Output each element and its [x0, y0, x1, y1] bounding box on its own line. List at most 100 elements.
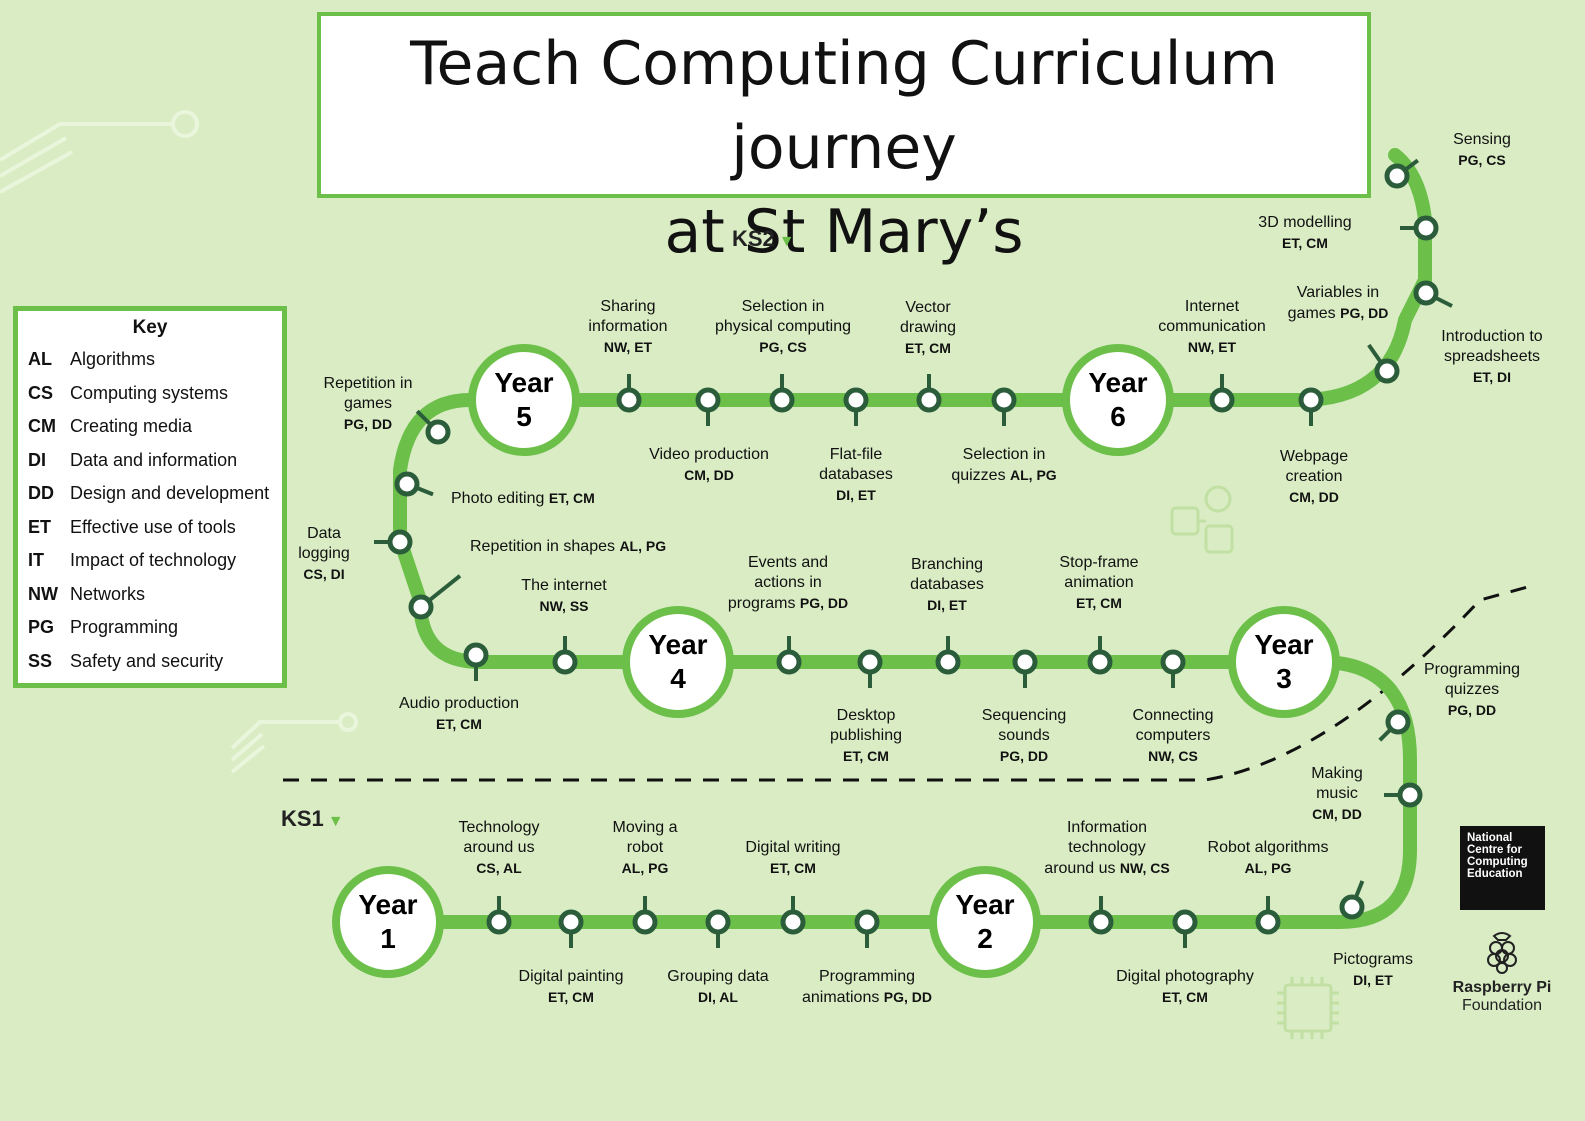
unit-name-line: animation	[1059, 573, 1138, 593]
chip-decoration	[1277, 977, 1339, 1039]
unit-codes: PG, DD	[1447, 702, 1497, 718]
unit-codes: PG, CS	[759, 339, 807, 355]
unit-name: Programming	[1423, 661, 1521, 678]
unit-name-line: Photo editing ET, CM	[451, 488, 595, 509]
unit-name: drawing	[899, 319, 957, 336]
unit-name: Digital photography	[1116, 968, 1254, 985]
unit-name-line: publishing	[830, 726, 902, 746]
unit-name-line: Webpage	[1280, 447, 1348, 467]
unit-name: The internet	[521, 577, 607, 594]
unit-name-line: Making	[1311, 764, 1363, 784]
unit-name: Photo editing	[451, 490, 545, 507]
unit-node-tech_around_us	[486, 909, 512, 935]
unit-codes: DI, ET	[1353, 972, 1393, 988]
unit-node-sequencing_sounds	[1012, 649, 1038, 675]
key-code: ET	[28, 516, 52, 537]
unit-codes: PG, DD	[799, 595, 849, 611]
unit-node-digital_writing	[780, 909, 806, 935]
unit-name: games	[1287, 305, 1336, 322]
unit-codes: PG, DD	[1340, 305, 1389, 321]
unit-codes: AL, PG	[621, 860, 669, 876]
unit-node-moving_robot	[632, 909, 658, 935]
rpf-line-2: Foundation	[1461, 997, 1543, 1014]
unit-name: Digital painting	[518, 968, 624, 985]
key-code: AL	[28, 349, 52, 370]
unit-label-photo_editing: Photo editing ET, CM	[451, 488, 595, 509]
unit-name-line: databases	[910, 575, 984, 595]
unit-name: publishing	[829, 727, 903, 744]
unit-name: Vector	[905, 299, 951, 316]
unit-name-line: Digital writing	[745, 838, 840, 858]
unit-name: communication	[1158, 318, 1266, 335]
unit-node-vector_drawing	[916, 387, 942, 413]
key-label: Computing systems	[70, 382, 229, 403]
circuit-decoration-top-left	[0, 110, 199, 194]
unit-name-line: Moving a	[613, 818, 678, 838]
unit-name-line: Repetition in	[324, 374, 413, 394]
key-code: DI	[28, 449, 46, 470]
unit-codes: ET, CM	[905, 340, 951, 356]
unit-name-line: Variables in	[1288, 283, 1389, 303]
unit-name: sounds	[998, 727, 1050, 744]
unit-name-line: Information	[1044, 818, 1169, 838]
unit-name-line: actions in	[728, 573, 848, 593]
unit-name-line: music	[1311, 784, 1363, 804]
unit-name-line: Technology	[459, 818, 540, 838]
unit-name-line: Sharing	[588, 297, 667, 317]
unit-name-line: Digital painting	[519, 967, 624, 987]
unit-name: quizzes	[1444, 681, 1500, 698]
unit-name: Desktop	[836, 707, 896, 724]
unit-codes: ET, CM	[548, 490, 595, 506]
unit-node-making_music	[1397, 782, 1423, 808]
unit-name-line: Introduction to	[1441, 327, 1542, 347]
unit-name: around us	[463, 839, 535, 856]
ks2-text: KS2	[732, 226, 775, 251]
unit-name: Variables in	[1296, 284, 1380, 301]
unit-node-robot_algorithms	[1255, 909, 1281, 935]
unit-codes: NW, CS	[1148, 748, 1198, 764]
key-stage-divider	[283, 583, 1536, 782]
unit-codes: AL, PG	[1010, 467, 1057, 483]
key-heading: Key	[132, 317, 168, 338]
unit-codes: DI, ET	[836, 487, 876, 503]
unit-name: Stop-frame	[1059, 554, 1139, 571]
year-circle-5	[468, 344, 580, 456]
key-row-cs: CS Computing systems	[28, 377, 272, 411]
circuit-decoration-mid-left	[230, 712, 358, 774]
key-code: CS	[28, 382, 54, 403]
unit-name: Selection in	[962, 446, 1046, 463]
ncce-line: National	[1467, 832, 1513, 844]
unit-name: robot	[626, 839, 664, 856]
unit-codes: ET, CM	[843, 748, 889, 764]
year-number-4: 4	[670, 663, 686, 694]
unit-name-line: Flat-file	[819, 445, 893, 465]
unit-name: Introduction to	[1441, 328, 1543, 345]
year-circle-3	[1228, 606, 1340, 718]
unit-codes: ET, CM	[770, 860, 816, 876]
unit-name: games	[343, 395, 393, 412]
unit-name: Grouping data	[667, 968, 769, 985]
unit-label-repetition_shapes: Repetition in shapes AL, PG	[470, 536, 666, 557]
unit-name: Video production	[649, 446, 769, 463]
unit-name: Digital writing	[745, 839, 841, 856]
unit-name: Information	[1066, 819, 1148, 836]
unit-name-line: Robot algorithms	[1208, 838, 1329, 858]
key-label: Design and development	[70, 483, 270, 504]
unit-name: Internet	[1184, 298, 1240, 315]
unit-name: quizzes	[951, 467, 1006, 484]
